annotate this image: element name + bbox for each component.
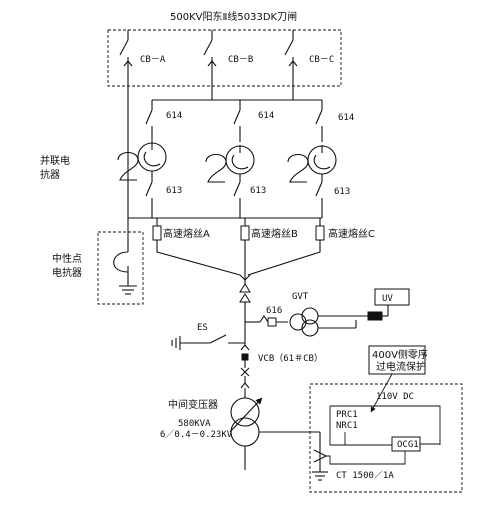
neutral-reactor-coil	[113, 251, 129, 273]
fuse-b-label: 高速熔丝B	[251, 227, 298, 240]
uv-label: UV	[382, 294, 393, 304]
earthing-switch: ES	[171, 323, 245, 350]
switch-614-a: 614	[166, 111, 182, 121]
transformer-name: 中间变压器	[168, 398, 218, 411]
switch-613-c: 613	[334, 187, 350, 197]
neutral-label-2: 电抗器	[52, 266, 82, 279]
zero-sequence-caption-box	[368, 345, 426, 375]
vcb-label: VCB（61＃CB）	[258, 353, 323, 364]
switch-616-label: 616	[266, 306, 282, 316]
intermediate-transformer	[229, 397, 320, 470]
fuse-a	[152, 225, 162, 241]
cb-a-label: CB－A	[140, 55, 166, 65]
reactor-label-1: 并联电	[40, 154, 70, 167]
switch-613-a: 613	[166, 186, 182, 196]
fuse-a-feed	[156, 240, 241, 276]
neutral-reactor-box	[97, 231, 144, 305]
fuse-c-feed	[247, 240, 321, 276]
reactor-c	[287, 100, 337, 218]
cb-c-blade	[284, 39, 294, 56]
reactor-a	[117, 100, 167, 218]
reactor-label-2: 抗器	[40, 168, 60, 181]
fuse-b	[240, 225, 250, 241]
cb-b-label: CB－B	[228, 55, 253, 65]
switch-614-b: 614	[258, 111, 274, 121]
prc-label: PRC1	[336, 410, 358, 420]
switch-614-c: 614	[338, 113, 354, 123]
neutral-label-1: 中性点	[52, 252, 82, 265]
gvt-branch: 616 GVT UV	[259, 288, 410, 337]
zero-sequence-line-2: 过电流保护	[376, 360, 426, 373]
main-feeder	[239, 274, 260, 345]
current-transformer	[312, 432, 406, 481]
ocg-label: OCG1	[397, 440, 419, 450]
transformer-ratio: 6／0.4－0.23KV	[160, 429, 233, 440]
dc-label: 110V DC	[376, 392, 414, 402]
es-label: ES	[197, 323, 208, 333]
vcb-breaker: VCB（61＃CB）	[240, 344, 323, 398]
cb-c-label: CB－C	[309, 55, 334, 65]
cb-b-blade	[203, 39, 213, 56]
gvt-label: GVT	[292, 292, 309, 302]
top-disconnector-box	[107, 29, 342, 87]
zero-sequence-line-1: 400V侧零序	[372, 348, 428, 361]
reactor-b	[205, 100, 255, 218]
fuse-a-label: 高速熔丝A	[163, 227, 210, 240]
diagram-title: 500KV阳东Ⅱ线5033DK刀闸	[170, 10, 297, 23]
phase-a-column	[119, 30, 133, 100]
phase-c-column	[284, 30, 298, 100]
uv-relay-box	[374, 288, 410, 306]
nrc-label: NRC1	[336, 421, 358, 431]
cb-a-blade	[119, 39, 129, 56]
switch-613-b: 613	[250, 186, 266, 196]
ct-label: CT 1500／1A	[336, 470, 394, 481]
transformer-rating: 580KVA	[178, 419, 211, 429]
fuse-c	[315, 225, 325, 241]
fuse-c-label: 高速熔丝C	[328, 227, 375, 240]
phase-b-column	[203, 30, 217, 100]
uv-relay-fuse	[367, 311, 383, 321]
